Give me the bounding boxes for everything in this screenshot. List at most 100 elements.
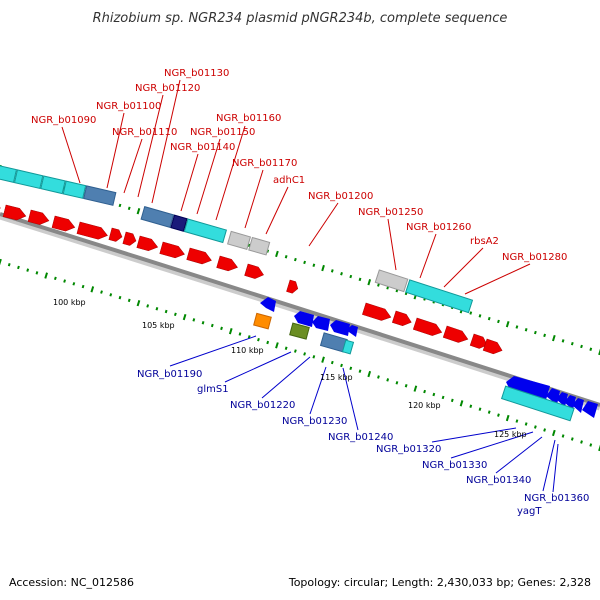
tick-mark — [127, 298, 131, 303]
tick-mark — [570, 341, 574, 346]
tick-mark — [44, 272, 48, 279]
gene-label: NGR_b01280 — [502, 252, 567, 263]
tick-mark — [413, 385, 418, 392]
tick-mark — [100, 290, 103, 294]
tick-mark — [90, 286, 95, 293]
gene-label: NGR_b01120 — [135, 83, 200, 94]
cyan-feature — [62, 180, 87, 199]
tick-mark — [487, 410, 491, 414]
gene-label: NGR_b01230 — [282, 416, 347, 427]
accession-label: Accession: NC_012586 — [9, 576, 134, 589]
cyan-feature — [183, 218, 228, 244]
cyan-feature — [0, 165, 18, 183]
tick-mark — [367, 370, 372, 378]
tick-mark — [0, 258, 2, 266]
tick-mark — [570, 437, 574, 441]
tick-mark — [17, 265, 20, 270]
gene-label: NGR_b01130 — [164, 68, 229, 79]
grey-feature — [248, 236, 271, 256]
tick-mark — [441, 395, 445, 400]
map-title: Rhizobium sp. NGR234 plasmid pNGR234b, c… — [93, 11, 508, 26]
forward-cds — [136, 235, 159, 252]
tick-mark — [505, 321, 510, 328]
gene-label: NGR_b01200 — [308, 191, 373, 202]
reverse-cds — [564, 395, 576, 410]
forward-cds — [122, 231, 137, 246]
cyan-feature — [405, 279, 474, 314]
tick-mark — [358, 277, 362, 282]
forward-cds — [159, 241, 185, 259]
scale-label: 120 kbp — [408, 401, 441, 410]
gene-label: NGR_b01320 — [376, 444, 441, 455]
tick-mark — [275, 250, 279, 258]
forward-cds — [76, 221, 108, 240]
tick-mark — [284, 255, 288, 259]
scale-label: 105 kbp — [142, 321, 175, 330]
forward-cds — [2, 204, 27, 221]
tick-mark — [127, 206, 131, 211]
backbone — [0, 212, 600, 407]
gene-label: NGR_b01340 — [466, 475, 531, 486]
tick-mark — [238, 332, 242, 336]
gene-label: NGR_b01190 — [137, 369, 202, 380]
tick-mark — [395, 381, 399, 385]
tick-mark — [450, 398, 454, 403]
tick-mark — [118, 203, 122, 208]
gene-label: NGR_b01140 — [170, 142, 235, 153]
reverse-feature-track — [253, 297, 598, 422]
tick-mark — [340, 271, 343, 276]
tick-mark — [469, 404, 473, 408]
gene-label: yagT — [517, 506, 542, 517]
gene-label: NGR_b01220 — [230, 400, 295, 411]
tick-mark — [164, 309, 168, 314]
gene-label: NGR_b01360 — [524, 493, 589, 504]
tick-mark — [377, 283, 380, 287]
forward-cds — [469, 333, 488, 349]
reverse-cds — [572, 398, 584, 413]
tick-mark — [118, 295, 122, 300]
tick-mark — [220, 326, 223, 331]
olive-feature — [289, 322, 310, 340]
cyan-feature — [341, 339, 355, 355]
tick-mark — [552, 334, 556, 342]
tick-mark — [349, 366, 353, 371]
tick-mark — [358, 369, 362, 373]
tick-mark — [312, 355, 316, 359]
tick-mark — [543, 333, 547, 338]
tick-mark — [201, 320, 205, 325]
forward-cds — [482, 338, 503, 355]
tick-mark — [35, 271, 39, 275]
forward-cds — [362, 302, 392, 321]
reverse-cds — [330, 320, 350, 336]
cyan-feature — [40, 175, 66, 195]
tick-mark — [53, 276, 57, 281]
tick-mark — [524, 422, 528, 426]
tick-mark — [377, 375, 380, 379]
forward-leaders — [61, 79, 531, 295]
tick-mark — [266, 340, 270, 345]
tick-mark — [257, 337, 260, 342]
forward-cds — [286, 279, 299, 294]
tick-mark — [561, 339, 565, 343]
forward-cds — [0, 199, 1, 214]
tick-mark — [228, 328, 233, 335]
forward-cds — [51, 215, 76, 232]
tick-mark — [543, 428, 547, 432]
scale-label: 110 kbp — [231, 346, 264, 355]
tick-mark — [515, 419, 519, 423]
tick-mark — [367, 279, 372, 286]
tick-mark — [459, 400, 464, 407]
tick-mark — [321, 264, 325, 272]
scale-label: 100 kbp — [53, 298, 86, 307]
reverse-cds — [260, 297, 276, 312]
gene-label: NGR_b01240 — [328, 432, 393, 443]
gene-label: NGR_b01260 — [406, 222, 471, 233]
cyan-feature — [13, 169, 44, 190]
tick-mark — [293, 349, 297, 353]
tick-mark — [497, 413, 500, 417]
tick-mark — [63, 279, 67, 283]
gene-label: adhC1 — [273, 175, 305, 186]
reverse-cds — [582, 401, 598, 418]
tick-mark — [293, 257, 297, 262]
tick-mark — [26, 268, 30, 272]
